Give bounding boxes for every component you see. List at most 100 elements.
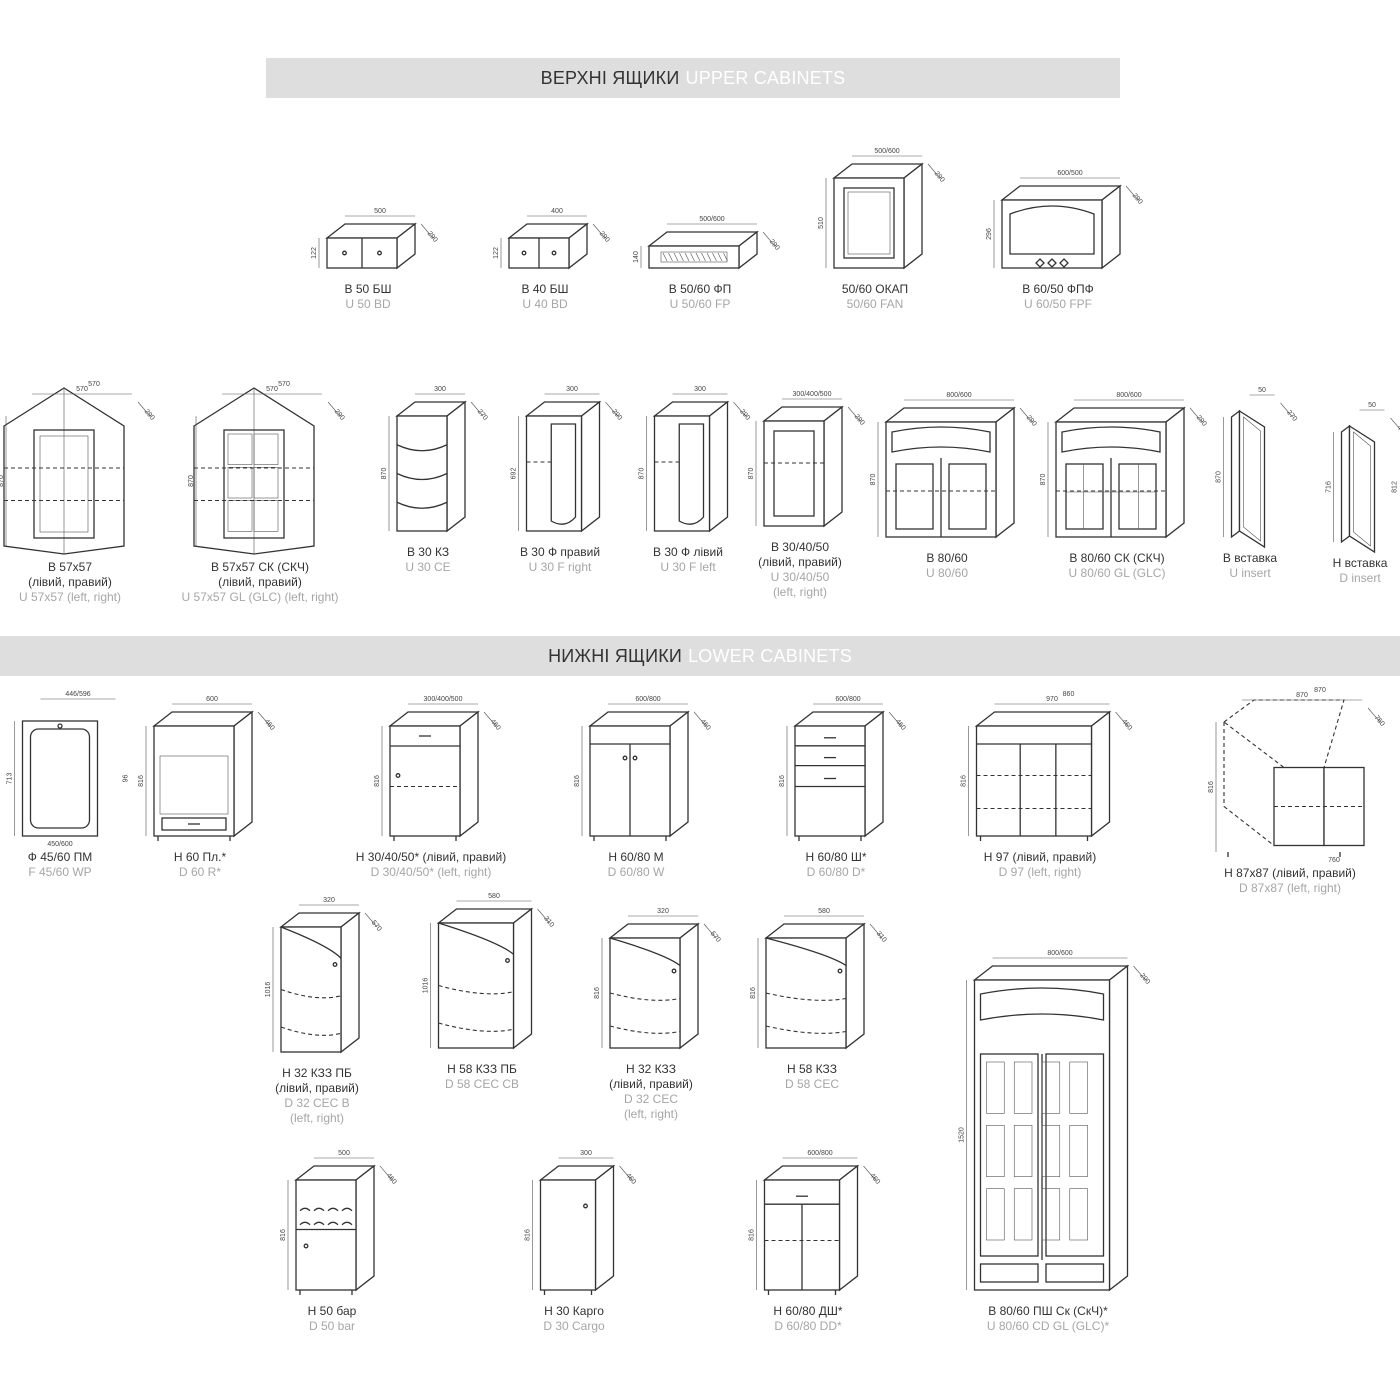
width-label: 500 [374, 208, 386, 215]
width-label: 600/800 [635, 696, 660, 703]
arch-panel [979, 987, 1105, 1021]
depth-dimension-line [762, 231, 776, 247]
width-label: 400 [551, 208, 563, 215]
caption-ua: Н 30 Карго [544, 1304, 604, 1318]
grille-line [679, 252, 684, 262]
glass-pane [227, 467, 253, 499]
depth-label: 570 [709, 930, 722, 944]
side-face [512, 907, 533, 1050]
cabinet-caption: В 80/60 СК (СКЧ)U 80/60 GL (GLC) [1027, 551, 1207, 581]
shelf-curve [280, 1026, 342, 1036]
depth-label: 290 [598, 230, 611, 244]
depth-dimension-line [1115, 711, 1128, 727]
depth-dimension-line [592, 223, 606, 239]
height-label: 816 [280, 1229, 287, 1241]
depth-label: 290 [426, 230, 439, 244]
height2-label: 812 [1392, 481, 1399, 493]
glass-pane [986, 1061, 1005, 1114]
side-face [1101, 184, 1121, 270]
front-inset [29, 728, 91, 829]
caption-en: D 50 bar [308, 1319, 356, 1333]
insert-panel [1238, 409, 1266, 549]
diamond-ornament [1035, 258, 1045, 268]
width-label: 320 [323, 897, 335, 904]
cabinet-body [833, 177, 905, 269]
caption-en: D 97 (left, right) [998, 865, 1082, 879]
depth-dimension-line [733, 401, 746, 417]
top-face [1000, 185, 1122, 201]
height-label: 692 [511, 468, 518, 480]
caption-ua: 50/60 ОКАП [841, 282, 909, 296]
width-label: 500/600 [874, 148, 899, 155]
width-label: 300 [580, 1150, 592, 1157]
depth-dimension-line [888, 711, 902, 727]
depth-label: 460 [1120, 718, 1133, 732]
cabinet-body [1001, 199, 1103, 269]
bottle-rack [313, 1207, 325, 1212]
caption-en: U 30/40/50 [770, 570, 830, 584]
cabinet-body [396, 415, 448, 532]
width-label: 600/800 [835, 696, 860, 703]
caption-en: U 40 BD [522, 297, 568, 311]
depth-dimension-line [605, 401, 618, 417]
height-label: 1016 [265, 982, 272, 998]
cabinet-caption: Н 60 Пл.*D 60 R* [110, 850, 290, 880]
cabinet-body [389, 725, 461, 837]
depth-label: 310 [542, 915, 555, 929]
glass-pane [1041, 1188, 1061, 1241]
insert-inset [1243, 416, 1261, 542]
side-face [1090, 710, 1111, 838]
caption-en: D 32 CEC B [284, 1096, 350, 1110]
caption-ua: В 40 БШ [521, 282, 569, 296]
depth-label: 460 [489, 718, 502, 732]
grille-line [673, 252, 679, 262]
height-label: 1016 [423, 978, 430, 994]
depth-dimension-line [927, 163, 941, 179]
diamond-ornament [1047, 258, 1057, 268]
top-face [974, 711, 1112, 727]
caption-ua: В 80/60 [926, 551, 968, 565]
height-label: 1520 [959, 1127, 966, 1143]
door-panel [843, 187, 895, 259]
glass-pane [1069, 1061, 1088, 1114]
insert-inset [1353, 431, 1371, 547]
depth-label: 290 [1138, 972, 1151, 986]
cabinet-caption: Н 60/80 Ш*D 60/80 D* [746, 850, 926, 880]
depth-dimension-line [327, 401, 341, 417]
height-label: 122 [493, 247, 500, 259]
height-label: 816 [1208, 781, 1215, 793]
caption-ua: В вставка [1222, 551, 1278, 565]
height-label: 510 [818, 217, 825, 229]
height-label: 713 [7, 773, 14, 785]
banner-title-en: LOWER CABINETS [688, 645, 852, 666]
caption-ua: В 57х57 [47, 560, 93, 574]
width-label: 500 [338, 1150, 350, 1157]
shelf-line [1223, 806, 1275, 846]
cabinet-body [794, 725, 866, 837]
height-label: 816 [961, 775, 968, 787]
width-label: 600 [206, 696, 218, 703]
cabinet-body [609, 937, 681, 1049]
shelf-curve [765, 1025, 847, 1034]
height-label: 870 [1040, 474, 1047, 486]
depth-label: 460 [263, 718, 276, 732]
